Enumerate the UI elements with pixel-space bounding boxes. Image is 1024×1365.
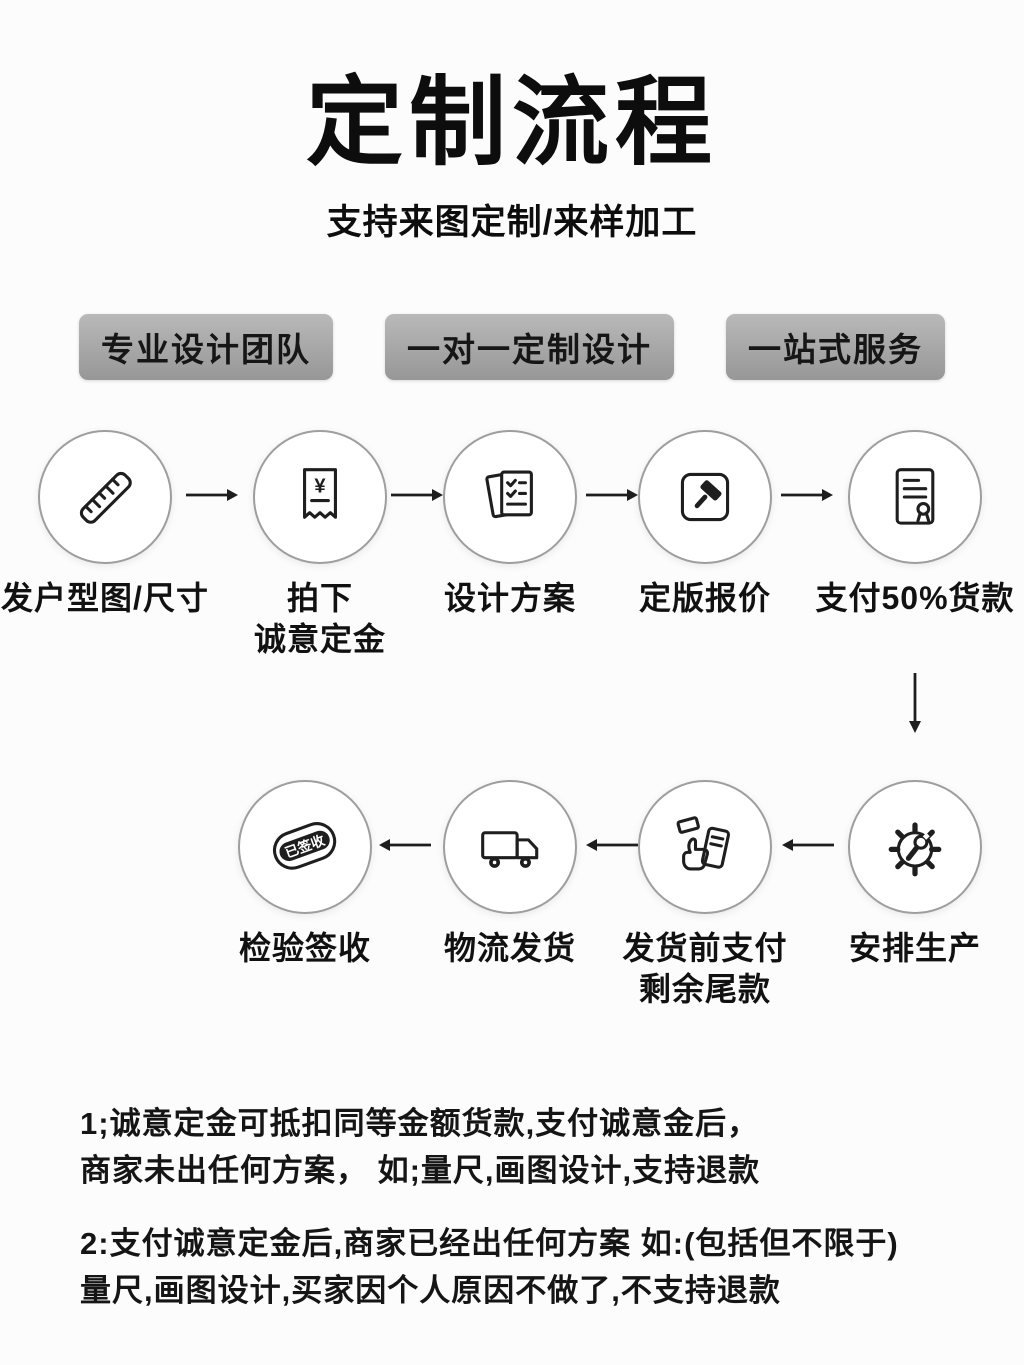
payment-hand-icon — [676, 816, 731, 871]
inspection-stamp-icon: 已签收 — [272, 822, 337, 870]
badge-one-on-one-design: 一对一定制设计 — [385, 314, 674, 380]
step-circle — [848, 780, 982, 914]
step-circle — [443, 430, 577, 564]
step-logistics-ship: 物流发货 — [415, 780, 605, 969]
arrow-down-icon — [909, 673, 921, 733]
step-circle — [848, 430, 982, 564]
step-label: 物流发货 — [443, 930, 576, 966]
feature-badges: 专业设计团队 一对一定制设计 一站式服务 — [0, 314, 1024, 380]
arrow-right-icon — [391, 489, 443, 501]
step-label: 发货前支付 剩余尾款 — [622, 930, 788, 1007]
step-pay-50-percent: 支付50%货款 — [815, 430, 1014, 619]
step-circle: 已签收 — [238, 780, 372, 914]
quote-gavel-icon — [680, 472, 730, 522]
step-design-plan: 设计方案 — [415, 430, 605, 619]
step-final-quote: 定版报价 — [610, 430, 800, 619]
contract-seal-icon — [895, 468, 935, 525]
delivery-truck-icon — [481, 831, 539, 868]
arrow-right-icon — [186, 489, 238, 501]
step-label: 支付50%货款 — [815, 580, 1015, 616]
arrow-left-icon — [379, 839, 431, 851]
ruler-icon — [79, 471, 132, 524]
design-plan-icon — [485, 470, 533, 519]
step-circle — [638, 780, 772, 914]
page-title: 定制流程 — [306, 68, 718, 177]
note-deposit-refundable: 1;诚意定金可抵扣同等金额货款,支付诚意金后， 商家未出任何方案， 如;量尺,画… — [80, 1106, 761, 1189]
badge-one-stop-service: 一站式服务 — [726, 314, 945, 380]
yen-symbol: ¥ — [314, 475, 326, 497]
step-circle — [443, 780, 577, 914]
arrow-right-icon — [586, 489, 638, 501]
badge-design-team: 专业设计团队 — [79, 314, 333, 380]
page-subtitle: 支持来图定制/来样加工 — [326, 203, 698, 242]
step-label: 发户型图/尺寸 — [1, 580, 209, 616]
step-send-floorplan: 发户型图/尺寸 — [1, 430, 208, 619]
arrow-left-icon — [586, 839, 638, 851]
deposit-receipt-icon: ¥ — [303, 468, 337, 519]
production-gear-icon — [888, 822, 942, 877]
step-label: 定版报价 — [638, 580, 771, 616]
arrow-left-icon — [782, 839, 834, 851]
step-label: 设计方案 — [443, 580, 576, 616]
policy-notes: 1;诚意定金可抵扣同等金额货款,支付诚意金后， 商家未出任何方案， 如;量尺,画… — [80, 1100, 980, 1340]
step-circle — [638, 430, 772, 564]
arrow-right-icon — [781, 489, 833, 501]
step-label: 安排生产 — [848, 930, 981, 966]
step-inspect-sign: 已签收 检验签收 — [210, 780, 400, 969]
step-pay-deposit: ¥ 拍下 诚意定金 — [225, 430, 415, 660]
step-label: 拍下 诚意定金 — [253, 580, 386, 657]
step-arrange-production: 安排生产 — [820, 780, 1010, 969]
step-circle: ¥ — [253, 430, 387, 564]
note-deposit-nonrefundable: 2:支付诚意定金后,商家已经出任何方案 如:(包括但不限于) 量尺,画图设计,买… — [80, 1226, 899, 1309]
step-circle — [38, 430, 172, 564]
step-pay-balance: 发货前支付 剩余尾款 — [610, 780, 800, 1010]
step-label: 检验签收 — [238, 930, 371, 966]
